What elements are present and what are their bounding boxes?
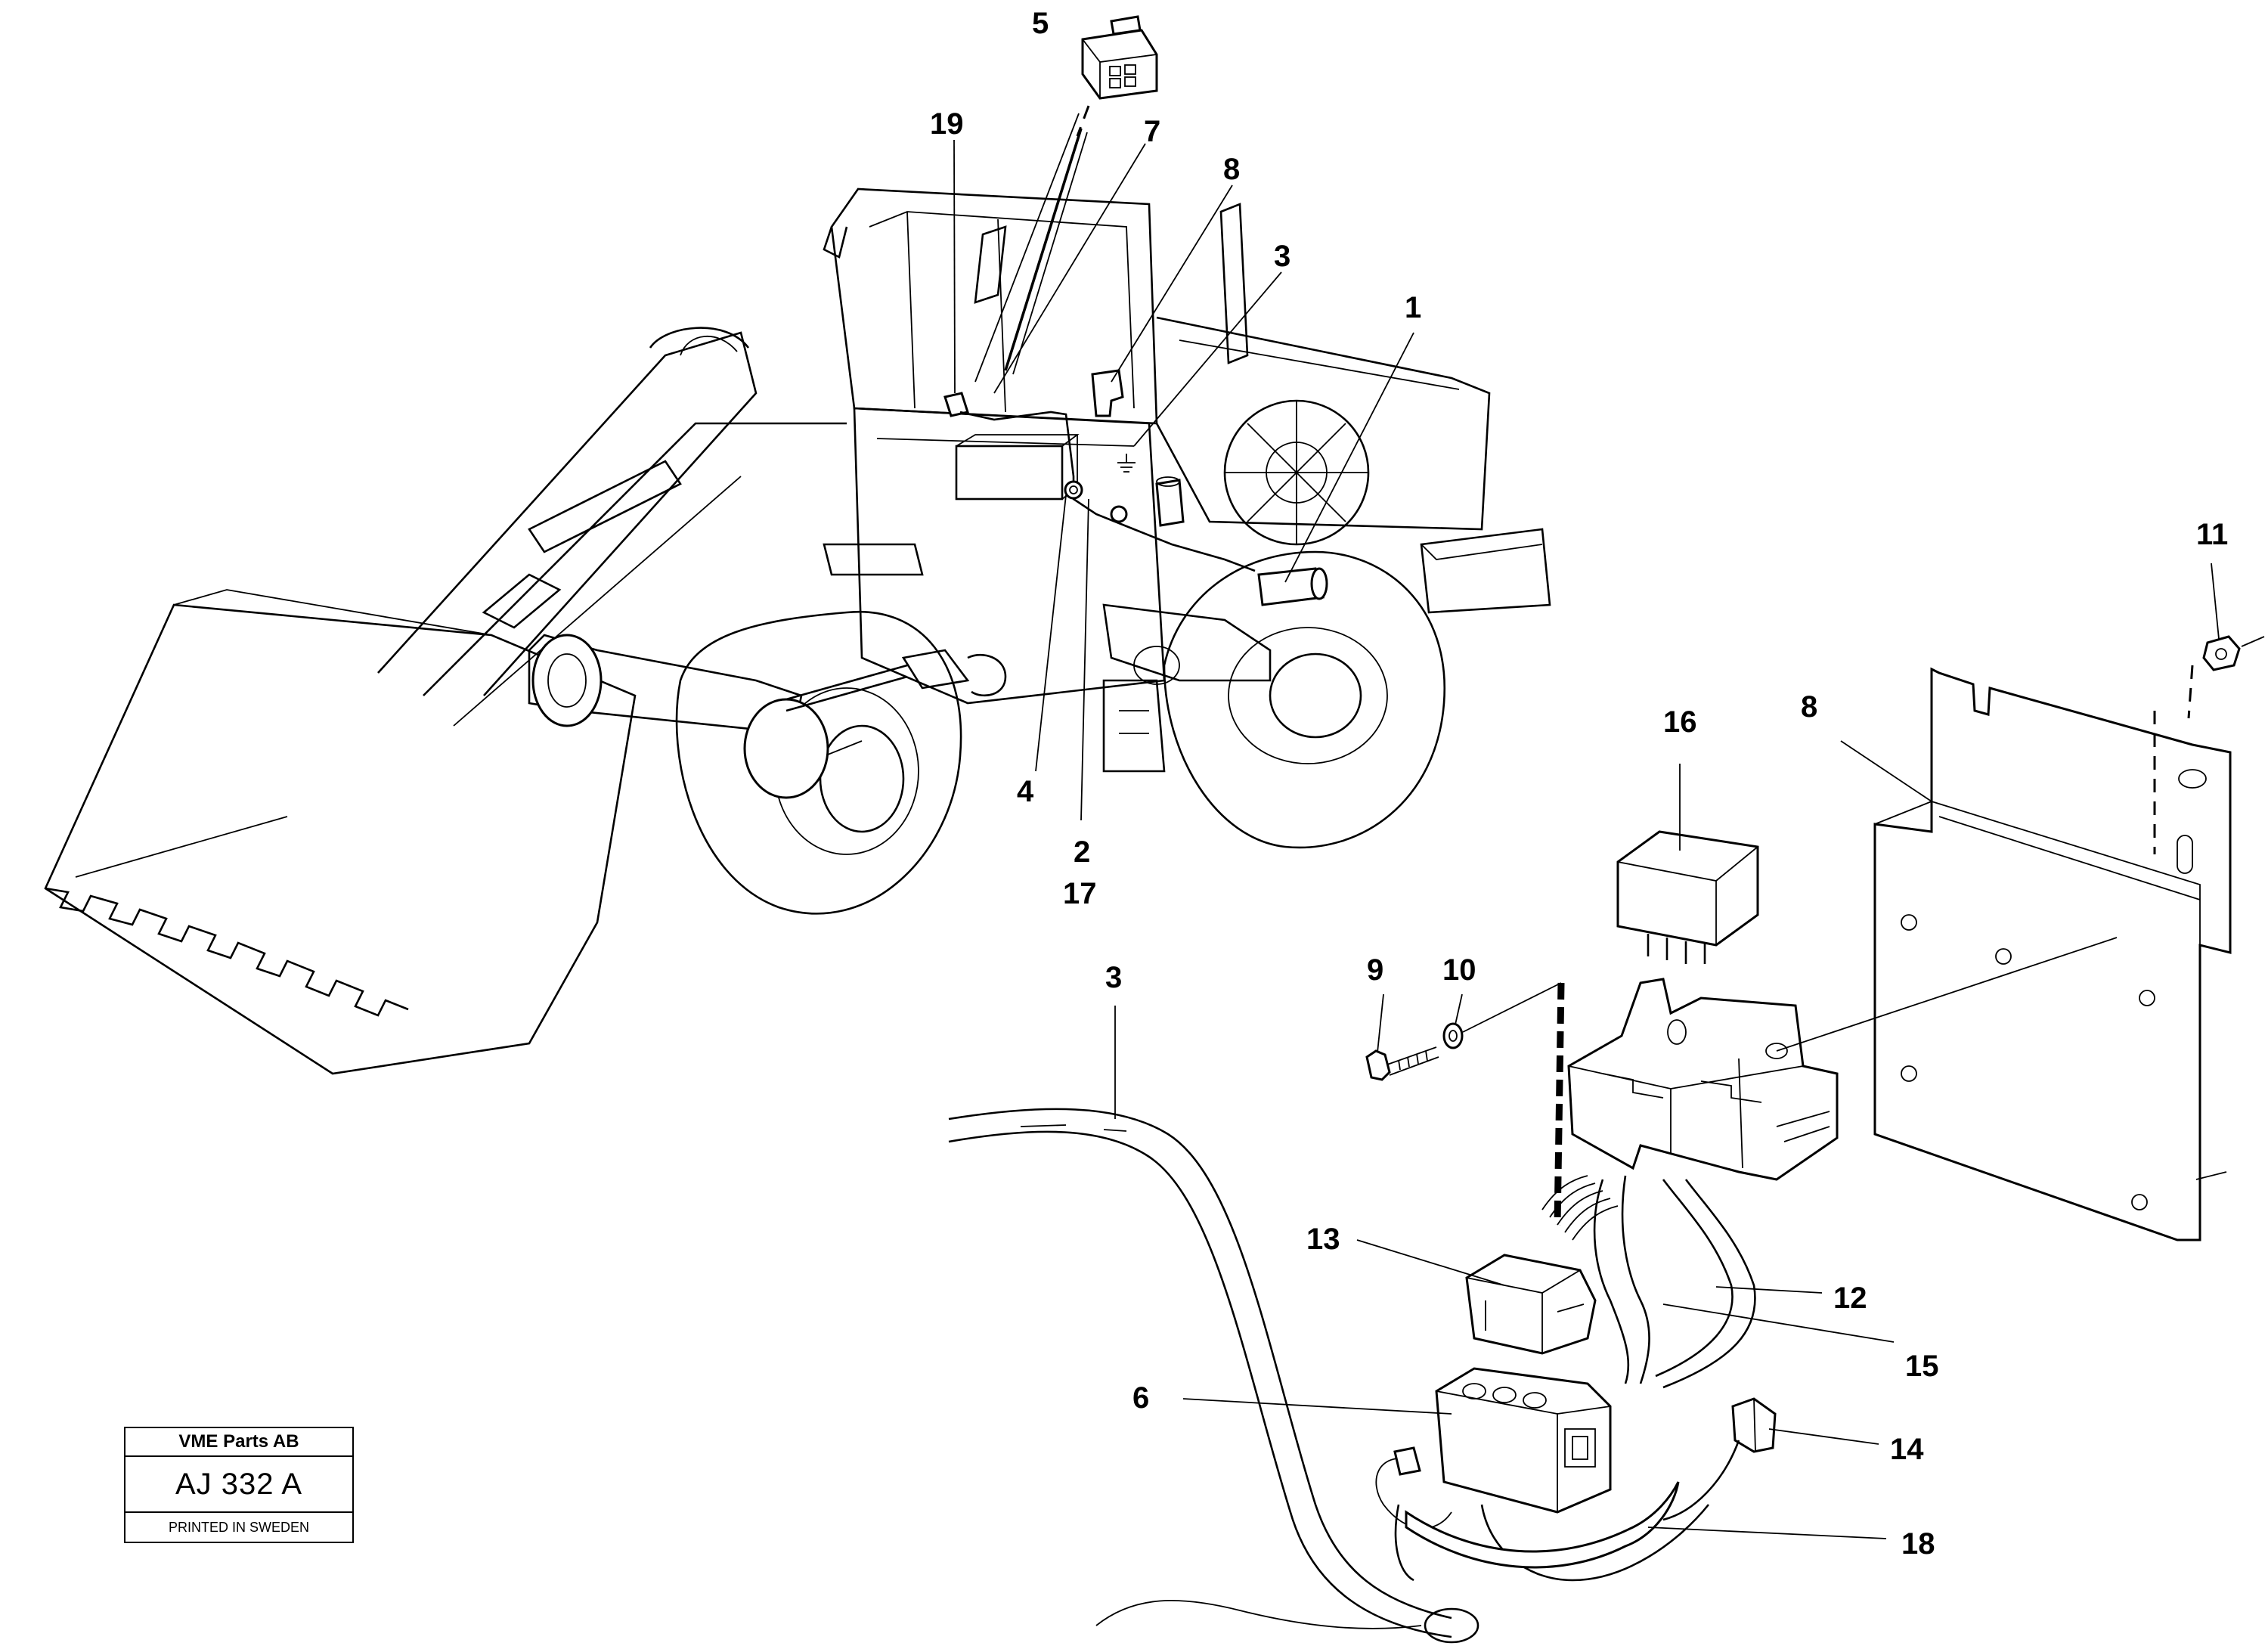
bucket-teeth bbox=[45, 887, 409, 1017]
callout-4: 4 bbox=[1017, 775, 1034, 808]
callout-11: 11 bbox=[2196, 518, 2228, 551]
callout-labels: 5 19 7 8 3 1 11 8 16 4 2 17 3 9 10 13 12… bbox=[930, 7, 2228, 1561]
callout-10: 10 bbox=[1442, 953, 1476, 987]
callout-1: 1 bbox=[1405, 291, 1421, 324]
callout-16: 16 bbox=[1663, 705, 1697, 739]
lift-arm bbox=[377, 331, 758, 696]
screw bbox=[1365, 1049, 1391, 1081]
rear-wheel bbox=[1163, 550, 1446, 849]
callout-19: 19 bbox=[930, 107, 964, 141]
callout-17: 17 bbox=[1063, 877, 1097, 910]
cable-clip bbox=[943, 392, 969, 417]
stamp-company: VME Parts AB bbox=[125, 1428, 352, 1457]
lift-cylinder bbox=[528, 460, 682, 553]
callout-6: 6 bbox=[1132, 1381, 1149, 1415]
front-wheel bbox=[675, 610, 962, 915]
drive-shaft bbox=[785, 664, 908, 712]
callout-9: 9 bbox=[1367, 953, 1383, 987]
exhaust-pipe bbox=[1219, 203, 1249, 364]
callout-8-bracket: 8 bbox=[1801, 690, 1817, 724]
callout-5: 5 bbox=[1032, 7, 1049, 40]
harness-connectors bbox=[1375, 1175, 1777, 1644]
screw-and-washer bbox=[1365, 982, 1565, 1226]
loader-bucket bbox=[44, 603, 637, 1075]
callout-12: 12 bbox=[1833, 1282, 1867, 1315]
grommet bbox=[1064, 480, 1083, 500]
sensor-canister bbox=[1155, 479, 1185, 527]
stamp-printed-in: PRINTED IN SWEDEN bbox=[168, 1520, 309, 1535]
callout-18: 18 bbox=[1901, 1527, 1935, 1561]
callout-3-harness: 3 bbox=[1105, 961, 1122, 994]
connector-socket bbox=[1435, 1367, 1612, 1514]
callout-13: 13 bbox=[1306, 1223, 1340, 1256]
control-box bbox=[955, 445, 1064, 501]
connector-housing-top bbox=[1076, 15, 1158, 137]
relay bbox=[1616, 830, 1759, 964]
main-wire-harness bbox=[948, 1108, 1452, 1638]
callout-15: 15 bbox=[1905, 1350, 1939, 1383]
ground-symbol bbox=[1117, 454, 1136, 473]
nut bbox=[2187, 635, 2265, 719]
washer bbox=[1442, 1022, 1464, 1049]
callout-8: 8 bbox=[1223, 153, 1240, 186]
relay-bracket-small bbox=[1091, 369, 1124, 417]
stamp-drawing-code: AJ 332 A bbox=[125, 1457, 352, 1513]
leader-lines bbox=[953, 113, 2220, 1539]
grommet bbox=[1110, 505, 1128, 523]
mounting-bracket bbox=[1873, 667, 2232, 1241]
callout-2: 2 bbox=[1074, 835, 1090, 869]
callout-3: 3 bbox=[1274, 240, 1290, 273]
title-stamp: VME Parts AB AJ 332 A PRINTED IN SWEDEN bbox=[124, 1427, 354, 1543]
callout-7: 7 bbox=[1144, 115, 1160, 148]
cable-harness-path bbox=[959, 411, 1256, 572]
wheel-loader-illustration bbox=[44, 188, 1551, 1075]
harness-band bbox=[1405, 1481, 1680, 1569]
relay-holder bbox=[1567, 937, 2118, 1181]
engine-hood bbox=[1155, 316, 1491, 531]
loader-mounted-components bbox=[943, 128, 1328, 606]
callout-14: 14 bbox=[1890, 1433, 1924, 1466]
